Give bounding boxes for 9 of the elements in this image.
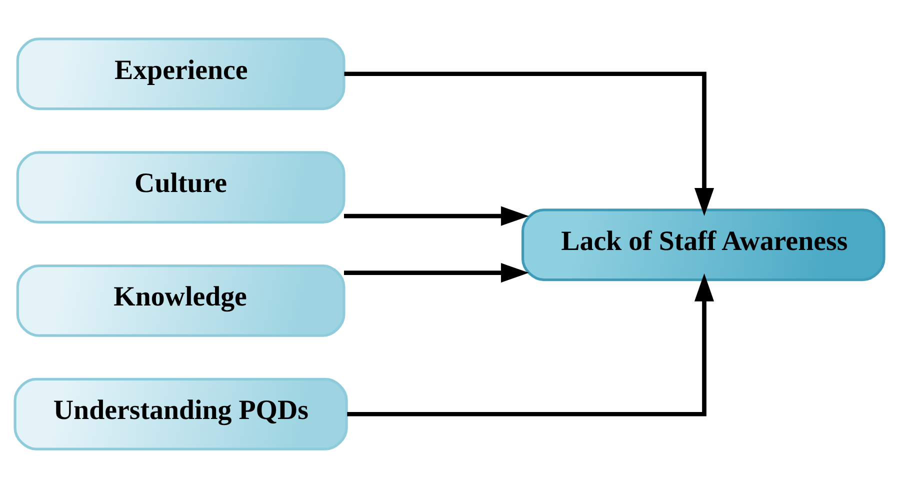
node-box: Culture (16, 150, 346, 223)
node-box: Lack of Staff Awareness (521, 208, 886, 281)
arrow (344, 71, 714, 216)
arrow (344, 206, 529, 226)
node-box: Experience (16, 37, 346, 110)
arrow (344, 262, 529, 282)
node-box: Understanding PQDs (14, 377, 348, 450)
arrow (347, 272, 714, 416)
node-box: Knowledge (16, 264, 346, 336)
